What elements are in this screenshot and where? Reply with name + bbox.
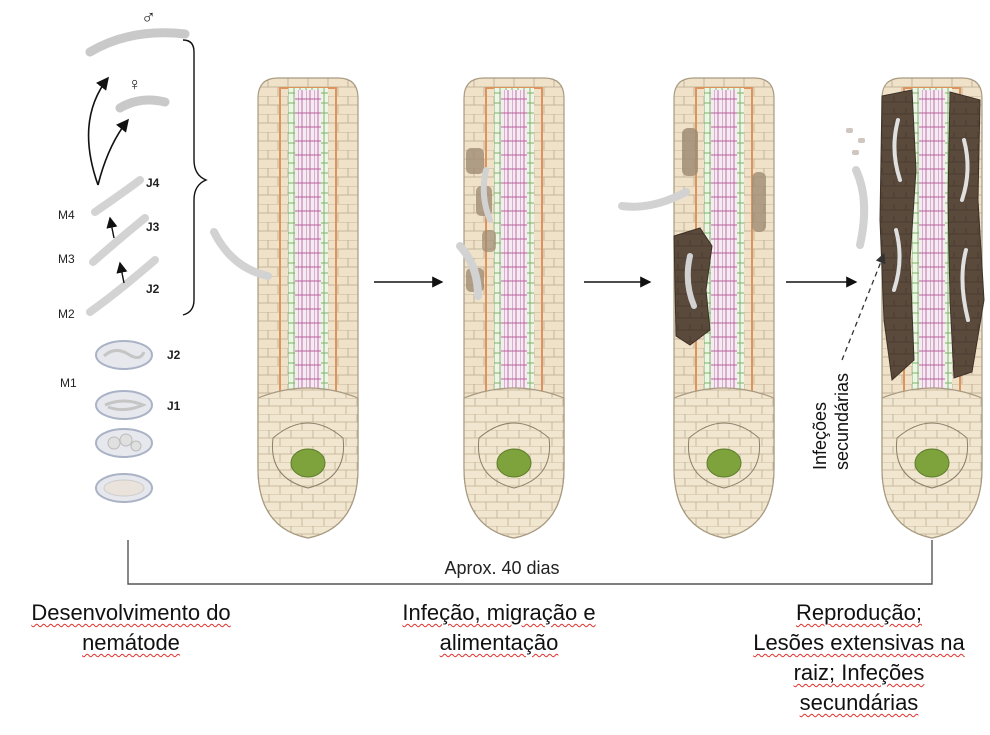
root-stage-2 bbox=[460, 78, 564, 538]
juvenile-j4-icon bbox=[95, 180, 140, 212]
secondary-label-line2: secundárias bbox=[832, 373, 852, 470]
egg-j2-icon bbox=[96, 341, 152, 369]
root-stage-1 bbox=[214, 78, 358, 538]
caption-right-line3: raiz; Infeções bbox=[730, 658, 988, 688]
molt-label: M3 bbox=[58, 252, 75, 266]
egg-single-cell-icon bbox=[96, 474, 152, 502]
juvenile-j3-icon bbox=[93, 218, 145, 262]
stage-label: J2 bbox=[146, 282, 160, 296]
caption-left: Desenvolvimento do nemátode bbox=[0, 598, 262, 658]
timeline-label: Aprox. 40 dias bbox=[444, 558, 559, 578]
caption-left-line1: Desenvolvimento do bbox=[0, 598, 262, 628]
root-stage-3 bbox=[622, 78, 774, 538]
caption-right-line1: Reprodução; bbox=[730, 598, 988, 628]
molt-arrow-icon bbox=[110, 218, 114, 238]
caption-middle-line1: Infeção, migração e bbox=[368, 598, 630, 628]
male-adult: ♂ bbox=[90, 7, 185, 52]
arrow-to-female-icon bbox=[98, 120, 128, 185]
molt-arrow-icon bbox=[120, 263, 124, 283]
caption-right-line2: Lesões extensivas na bbox=[730, 628, 988, 658]
egg-j1-icon bbox=[96, 391, 152, 419]
molt-label: M4 bbox=[58, 208, 75, 222]
stage-label: J2 bbox=[167, 348, 181, 362]
caption-left-line2: nemátode bbox=[0, 628, 262, 658]
arrow-to-male-icon bbox=[89, 78, 108, 185]
root-stage-4 bbox=[842, 78, 984, 538]
female-adult: ♀ bbox=[120, 74, 165, 108]
secondary-label-line1: Infeções bbox=[810, 402, 830, 470]
secondary-infection-label: Infeções secundárias bbox=[810, 373, 852, 470]
molt-label: M1 bbox=[60, 376, 77, 390]
male-symbol-icon: ♂ bbox=[141, 7, 156, 29]
stage-label: J1 bbox=[167, 399, 181, 413]
secondary-infection-pointer-icon bbox=[842, 254, 884, 360]
egg-cleavage-icon bbox=[96, 429, 152, 457]
caption-middle: Infeção, migração e alimentação bbox=[368, 598, 630, 658]
molt-label: M2 bbox=[58, 307, 75, 321]
female-symbol-icon: ♀ bbox=[128, 74, 142, 94]
caption-middle-line2: alimentação bbox=[368, 628, 630, 658]
development-series: ♂ ♀ M4 M3 M2 M1 J4 J3 J2 J2 J1 bbox=[58, 7, 206, 502]
caption-right-line4: secundárias bbox=[730, 688, 988, 718]
caption-right: Reprodução; Lesões extensivas na raiz; I… bbox=[730, 598, 988, 718]
stage-label: J3 bbox=[146, 220, 160, 234]
nematode-icon bbox=[856, 170, 864, 245]
stage-label: J4 bbox=[146, 176, 160, 190]
brace-icon bbox=[183, 40, 206, 315]
